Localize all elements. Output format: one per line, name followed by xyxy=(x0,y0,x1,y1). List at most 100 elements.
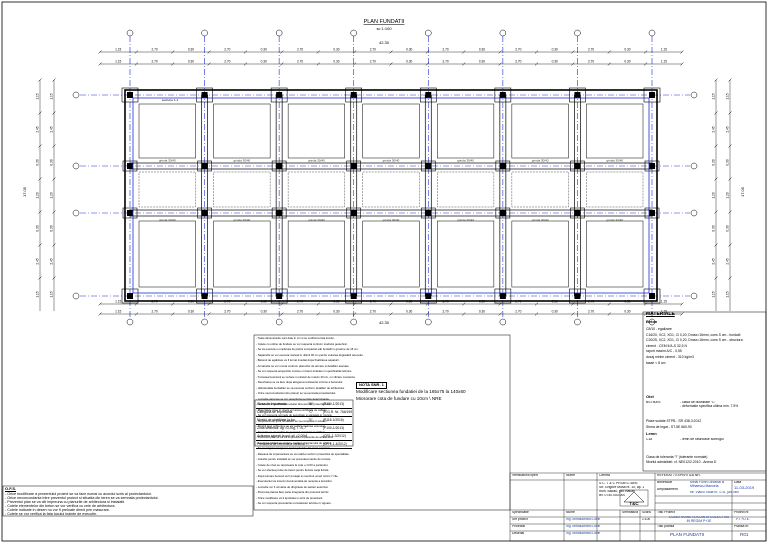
dim-bottom-tick-8 xyxy=(389,312,393,316)
dim-left-label-0: 1.15 xyxy=(36,93,40,99)
dim-right-2-label-1: 2.45 xyxy=(726,126,730,132)
transverse-beam-6 xyxy=(574,94,581,297)
dim-left-2-tick-3 xyxy=(52,177,56,181)
class-cell: Zona seismica: ag =0,20g, T =0,7 xyxy=(257,426,306,430)
beton-lines-line: C8/10 - egalizare xyxy=(646,327,672,331)
notes-line: - Armaturile se vor monta conform planur… xyxy=(256,363,350,368)
grid-bubble-bottom-6 xyxy=(499,318,507,326)
dim-bottom-2-label-3: 2.70 xyxy=(224,300,230,304)
modification-line2: Micsorare cota de fundare cu 10cm \ NRE xyxy=(356,396,442,401)
beton-lines-line: C20/25, XC2, XD1, Cl 0,20, Dmax=16mm, co… xyxy=(646,338,743,343)
dim-top-2-label-8: 0.30 xyxy=(406,60,412,64)
grid-bubble-left-3 xyxy=(72,209,80,217)
dim-bottom-2-tick-3 xyxy=(207,302,211,306)
materials-footer: Clasa de toleranta "I" (tolerante normal… xyxy=(646,455,764,465)
dim-bottom-tick-11 xyxy=(498,312,502,316)
dim-left-2-tick-2 xyxy=(52,144,56,148)
tb-titlu-proiect-label: Titlu Proiect xyxy=(657,511,675,514)
beam-label-6-2: grinda 30/40 xyxy=(532,218,549,222)
dim-bottom-tick-3 xyxy=(207,312,211,316)
dim-bottom-tick-12 xyxy=(534,312,539,316)
notes-line: - Se vor efectua probe de beton pentru f… xyxy=(256,468,330,472)
tb-company-2: Str. Grigore Mosa nr. 10, ap. 1 xyxy=(599,486,645,489)
dim-left-label-6: 1.15 xyxy=(36,291,40,297)
dim-top-2-tick-3 xyxy=(207,62,211,66)
tb-titlu-plansa-label: Titlu plansa xyxy=(657,525,675,528)
dim-bottom-label-6: 0.30 xyxy=(333,310,339,314)
dim-right-label-6: 1.15 xyxy=(712,291,716,297)
column-4-2 xyxy=(350,163,357,169)
dim-top-tick-1 xyxy=(134,50,139,54)
dim-top-2-label-7: 2.70 xyxy=(370,60,376,64)
class-cell: "C" xyxy=(308,410,314,414)
role-cell: Ing. Mirdauceanu Dorin xyxy=(566,525,601,528)
dim-left-tick-2 xyxy=(38,144,42,148)
dim-top-2-tick-5 xyxy=(280,62,284,66)
dim-top-tick-2 xyxy=(171,50,175,54)
class-cell: Presiunea de referinta a vantului: 0,7kP… xyxy=(257,442,307,446)
tb-amplasament-value: str. Vlaicu Voda nr. 17A, jud. Iasi xyxy=(690,491,739,494)
grid-bubble-top-6 xyxy=(499,29,507,37)
dim-bottom-label-3: 2.70 xyxy=(224,310,230,314)
dim-bottom-label-10: 0.30 xyxy=(479,310,485,314)
dim-top-2-label-15: 1.15 xyxy=(661,60,667,64)
dim-top-2-label-11: 2.70 xyxy=(515,60,521,64)
dim-bottom-tick-2 xyxy=(171,312,175,316)
column-3-2 xyxy=(276,163,283,169)
grid-bubble-top-1 xyxy=(126,29,134,37)
column-7-2 xyxy=(574,163,581,169)
class-cell: (CR1-1-3/2012) xyxy=(322,434,346,438)
dim-left-2-label-3: 1.20 xyxy=(50,192,54,198)
beam-label-7-2: grinda 30/40 xyxy=(606,218,623,222)
notes-line: - Executantul va intocmi documentatia de… xyxy=(256,479,333,483)
dim-top-2-tick-0 xyxy=(98,62,102,66)
dim-top-tick-6 xyxy=(316,50,320,54)
dim-top-label-10: 0.30 xyxy=(479,48,485,52)
modification-head: NOTA SNR. 1 xyxy=(356,382,387,389)
dim-top-label-4: 0.30 xyxy=(261,48,267,52)
footing-pad-4-1 xyxy=(345,87,363,103)
dim-bottom-2-label-9: 2.70 xyxy=(442,300,448,304)
dim-bottom-label-1: 2.70 xyxy=(151,310,157,314)
footing-pad-2-2 xyxy=(197,160,212,172)
grid-bubble-top-7 xyxy=(574,29,581,37)
transverse-beam-4 xyxy=(424,94,432,297)
bay-outline-7-2 xyxy=(586,220,644,288)
role-cell: Ing. Mirdauceanu Dorin xyxy=(566,532,601,535)
bay-outline-4-1 xyxy=(362,103,420,159)
dim-bottom-2-label-13: 2.70 xyxy=(588,300,594,304)
class-row: Presiunea de referinta a vantului: 0,7kP… xyxy=(256,441,352,449)
dim-right-2-label-0: 1.15 xyxy=(726,93,730,99)
dim-top-label-7: 2.70 xyxy=(370,48,376,52)
transverse-beam-2 xyxy=(275,94,283,297)
footing-pad-7-3 xyxy=(570,207,585,219)
grid-bubble-top-5 xyxy=(425,29,432,37)
tb-verif-name: Nume xyxy=(566,474,576,477)
beam-label-2-2: grinda 30/40 xyxy=(234,218,251,222)
class-cell: Actiunea zapezii la sol: s0 =2,00kPa xyxy=(257,434,308,438)
dim-right-2-tick-6 xyxy=(728,276,732,280)
notes-line: - Orice neconcordanta intre planuri se v… xyxy=(256,391,337,395)
grid-bubble-left-2 xyxy=(72,162,80,170)
footing-pad-3-4 xyxy=(270,288,288,304)
dim-right-tick-0 xyxy=(714,78,718,82)
dim-top-tick-8 xyxy=(389,50,393,54)
dim-bottom-label-12: 0.30 xyxy=(552,310,558,314)
class-row: Clasa de importanta"III"(P100-1/2013) xyxy=(256,401,352,409)
dim-bottom-2-tick-14 xyxy=(607,302,611,306)
notes-line: - Toate dimensiunile sunt date in cm si … xyxy=(256,336,335,340)
column-2-3 xyxy=(201,210,208,216)
notes-line: - Prezenta plansa face parte integranta … xyxy=(256,490,330,494)
transverse-beam-3 xyxy=(350,94,358,297)
lemn-grade: C18 xyxy=(646,438,653,441)
dim-top-2-tick-1 xyxy=(134,62,139,66)
otel-lines-line: Sirma de legat - ST-5E 660-90 xyxy=(646,425,692,429)
dim-bottom-label-5: 2.70 xyxy=(297,310,303,314)
tb-beneficiar-value: Mihai Florin Decebal si Mihaescu Manuela xyxy=(690,481,725,488)
class-cell: (P100-1/2013) xyxy=(322,426,345,430)
footing-pad-5-3 xyxy=(420,207,436,219)
footing-pad-7-4 xyxy=(569,288,586,304)
footing-pad-8-4 xyxy=(643,288,661,304)
role-cell: Ing. Mirdauceanu Dorin xyxy=(566,518,601,521)
